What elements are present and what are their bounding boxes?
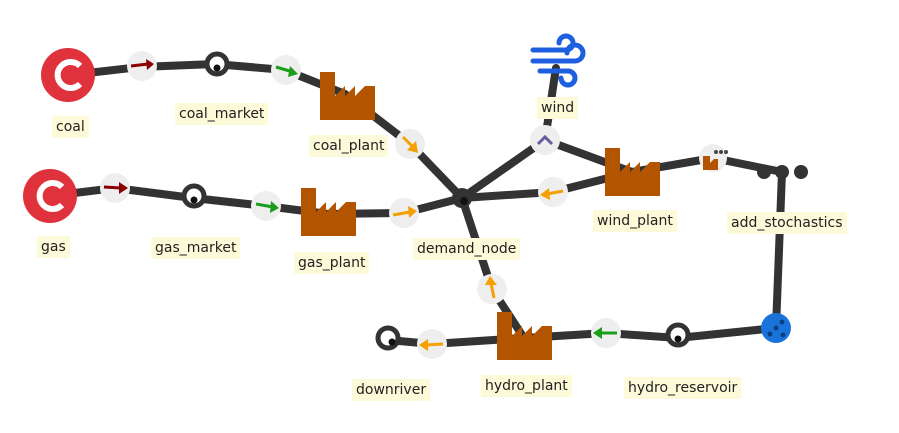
label-wind-plant: wind_plant bbox=[593, 210, 677, 232]
arrow-gas-market-to-plant bbox=[251, 191, 281, 221]
label-coal-plant: coal_plant bbox=[309, 135, 389, 157]
arrow-bubbles bbox=[100, 51, 621, 359]
edge-stochastics-reservoir bbox=[520, 324, 780, 343]
arrow-wind-to-plant bbox=[530, 125, 560, 155]
label-gas: gas bbox=[37, 236, 70, 258]
arrow-coal-market-to-plant bbox=[271, 55, 301, 85]
coal-plant-factory-icon[interactable] bbox=[320, 72, 375, 120]
arrow-wind-plant-to-demand bbox=[538, 177, 568, 207]
label-gas-plant: gas_plant bbox=[294, 252, 370, 274]
arrow-gas-to-market bbox=[100, 173, 130, 203]
gas-source-icon[interactable] bbox=[23, 169, 77, 223]
label-hydro-plant: hydro_plant bbox=[481, 375, 572, 397]
label-add-stochastics: add_stochastics bbox=[727, 212, 847, 234]
edge-windplant-stochastics bbox=[628, 153, 787, 332]
hydro-reservoir-ring-icon[interactable] bbox=[665, 322, 691, 348]
arrow-hydro-to-downriver bbox=[417, 329, 447, 359]
arrow-coal-to-market bbox=[127, 51, 157, 81]
arrow-reservoir-to-hydro bbox=[591, 318, 621, 348]
demand-node-junction-icon[interactable] bbox=[452, 188, 472, 208]
coal-source-icon[interactable] bbox=[41, 48, 95, 102]
add-stochastics-icon[interactable] bbox=[757, 165, 808, 179]
label-downriver: downriver bbox=[352, 379, 431, 401]
edge-hydro-demand bbox=[458, 194, 528, 342]
gas-plant-factory-icon[interactable] bbox=[301, 188, 356, 236]
coal-market-ring-icon[interactable] bbox=[204, 51, 230, 77]
label-gas-market: gas_market bbox=[151, 237, 241, 259]
stochastic-factory-bubble-icon bbox=[699, 144, 728, 172]
arrow-coal-plant-to-demand bbox=[395, 129, 425, 159]
arrow-hydro-to-demand bbox=[477, 274, 507, 304]
label-coal: coal bbox=[52, 116, 89, 138]
wind-plant-factory-icon[interactable] bbox=[605, 148, 660, 196]
stochastic-dice-icon[interactable] bbox=[761, 313, 791, 343]
gas-market-ring-icon[interactable] bbox=[181, 183, 207, 209]
label-wind: wind bbox=[537, 97, 579, 119]
arrow-gas-plant-to-demand bbox=[389, 198, 419, 228]
downriver-ring-icon[interactable] bbox=[375, 325, 401, 351]
label-coal-market: coal_market bbox=[175, 103, 269, 125]
wind-icon[interactable] bbox=[530, 33, 586, 88]
label-hydro-reservoir: hydro_reservoir bbox=[624, 377, 742, 399]
label-demand-node: demand_node bbox=[413, 238, 521, 260]
hydro-plant-factory-icon[interactable] bbox=[497, 312, 552, 360]
